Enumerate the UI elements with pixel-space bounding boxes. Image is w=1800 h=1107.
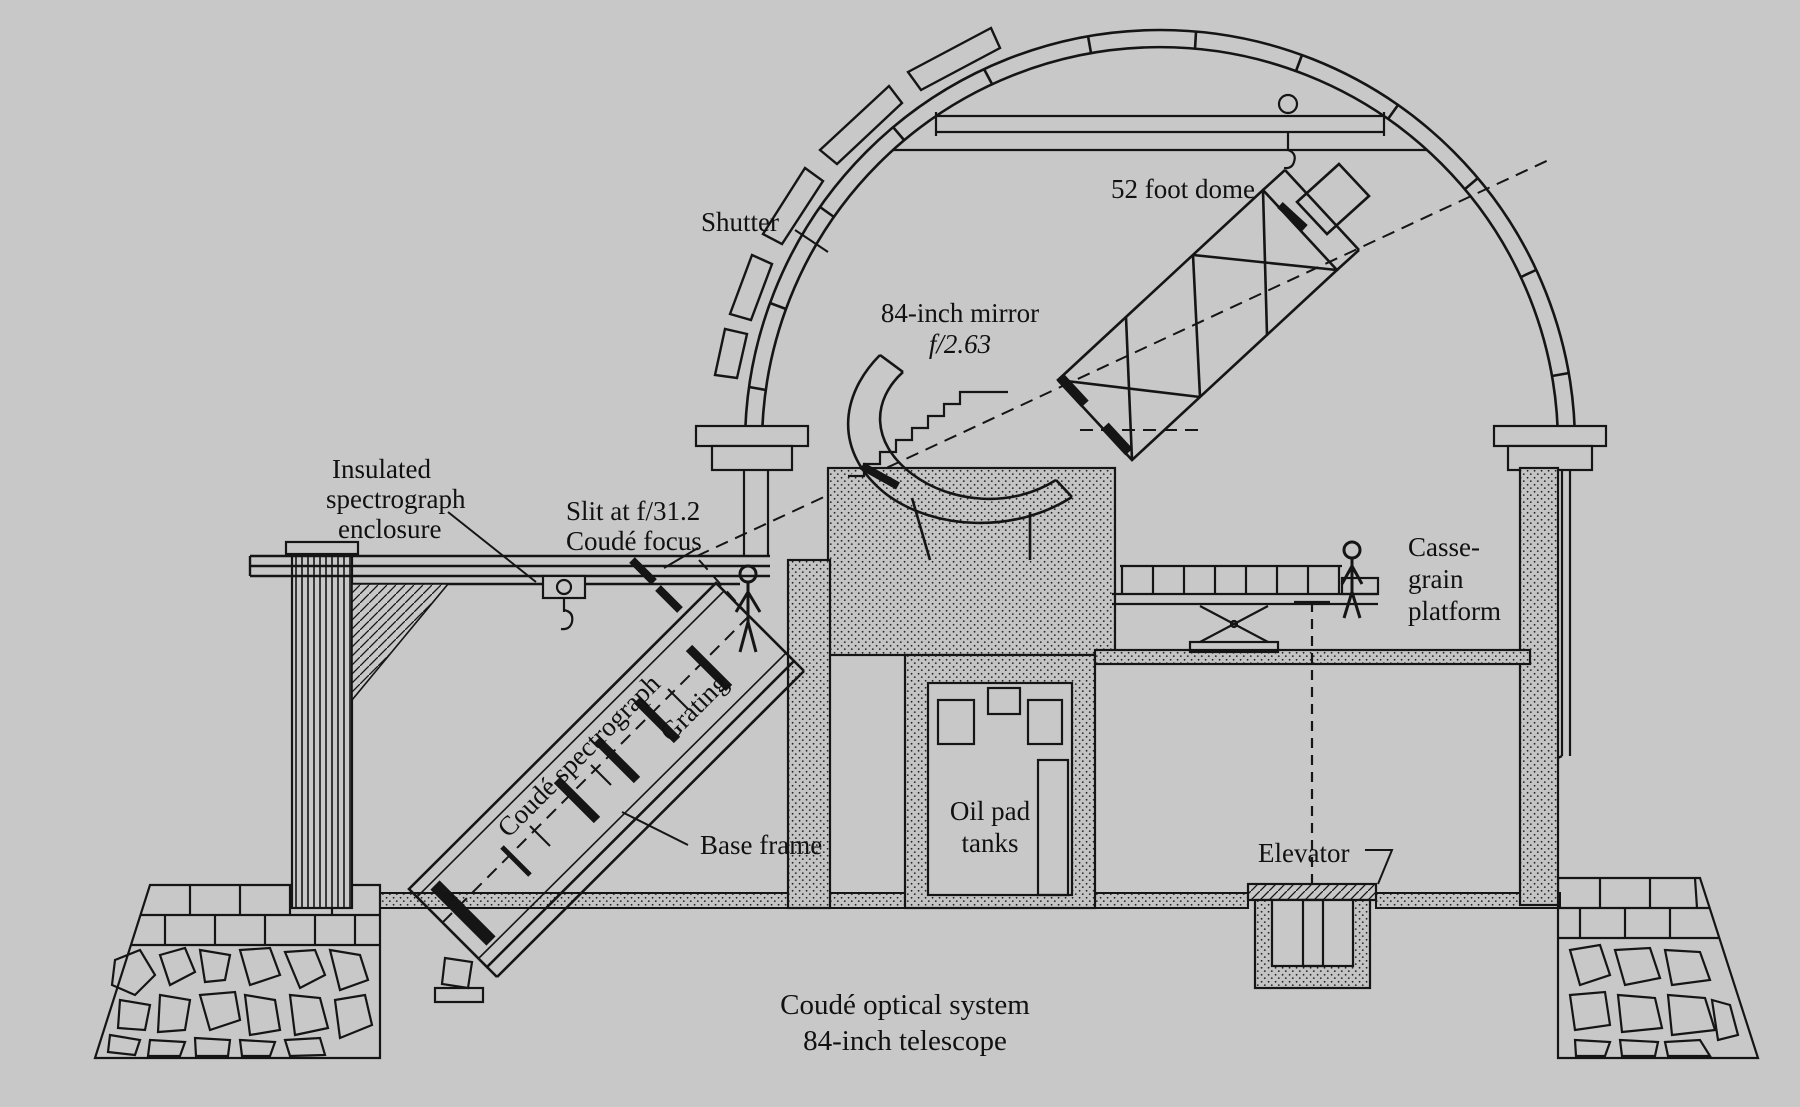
telescope-truss: [1056, 162, 1371, 462]
left-rubble-foundation: [93, 883, 382, 1060]
right-wall: [1518, 466, 1560, 907]
roof-hatch-wedge: [351, 583, 450, 703]
label-mirror-1: 84-inch mirror: [881, 298, 1039, 328]
caption-line-1: Coudé optical system: [780, 989, 1030, 1021]
label-slit-1: Slit at f/31.2: [566, 496, 700, 526]
insulated-enclosure-wall: [284, 540, 360, 910]
label-insulated-1: Insulated: [332, 454, 431, 484]
label-grating: Grating: [654, 668, 734, 748]
label-cassegrain-3: platform: [1408, 596, 1501, 626]
horseshoe-mount: [846, 353, 1073, 561]
spectrograph-feet: [433, 956, 485, 1004]
label-oil-2: tanks: [962, 828, 1019, 858]
slit-person: [734, 564, 762, 653]
label-elevator: Elevator: [1258, 838, 1349, 868]
label-cassegrain-2: grain: [1408, 564, 1464, 594]
oil-pad-tank-room: [903, 653, 1097, 910]
crane-hoist: [541, 574, 587, 631]
label-oil-1: Oil pad: [950, 796, 1031, 826]
label-insulated-2: spectrograph: [326, 484, 466, 514]
right-rubble-foundation: [1556, 876, 1760, 1060]
label-shutter: Shutter: [701, 207, 779, 237]
leader-lines: [447, 229, 1394, 885]
dome-shell: [743, 28, 1577, 446]
elevator-assembly: [1246, 600, 1378, 990]
label-cassegrain-1: Casse-: [1408, 532, 1480, 562]
label-insulated-3: enclosure: [338, 514, 441, 544]
label-mirror-2: f/2.63: [929, 329, 991, 359]
cassegrain-platform: [1112, 564, 1380, 654]
spectrograph-optics: [430, 644, 733, 946]
dome-crane-beam: [893, 93, 1427, 170]
dome-base-cornices: [694, 424, 1608, 765]
slit-assembly: [629, 557, 683, 613]
label-slit-2: Coudé focus: [566, 526, 702, 556]
label-dome: 52 foot dome: [1111, 174, 1255, 204]
caption-line-2: 84-inch telescope: [803, 1025, 1007, 1057]
pier-stairs: [848, 390, 1008, 478]
telescope-mirrors: [860, 202, 1308, 490]
platform-person: [1340, 540, 1364, 619]
dome-shutter: [713, 26, 1002, 380]
label-base-frame: Base frame: [700, 830, 822, 860]
label-coude-spectrograph: Coudé spectrograph: [491, 668, 666, 843]
coude-spectrograph-tube: [407, 581, 805, 978]
